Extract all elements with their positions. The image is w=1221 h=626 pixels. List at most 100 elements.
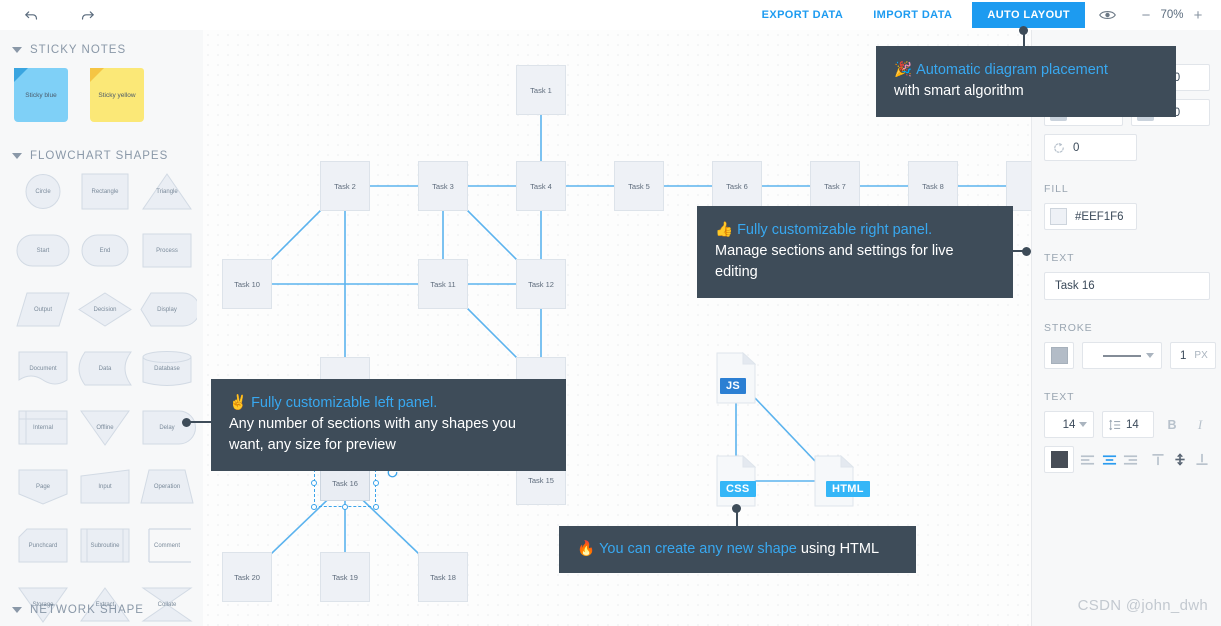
font-size-select[interactable]: 14 — [1044, 411, 1094, 438]
stroke-color-swatch[interactable] — [1050, 347, 1068, 364]
diagram-node[interactable]: Task 3 — [418, 161, 468, 211]
valign-bottom-button[interactable] — [1193, 446, 1210, 473]
victory-hand-icon: ✌️ — [229, 395, 248, 411]
align-right-button[interactable] — [1122, 446, 1139, 473]
redo-button[interactable] — [74, 2, 100, 28]
fill-color-field[interactable]: #EEF1F6 — [1044, 203, 1137, 230]
shape-input[interactable]: Input — [75, 467, 135, 506]
diagram-node[interactable]: Task 8 — [908, 161, 958, 211]
italic-button[interactable]: I — [1197, 416, 1203, 432]
resize-handle[interactable] — [311, 480, 317, 486]
shape-process[interactable]: Process — [137, 231, 197, 270]
diagram-node[interactable]: Task 6 — [712, 161, 762, 211]
shape-offline[interactable]: Offline — [75, 408, 135, 447]
preview-button[interactable] — [1085, 9, 1129, 21]
shape-subroutine[interactable]: Subroutine — [75, 526, 135, 565]
align-center-button[interactable] — [1101, 446, 1118, 473]
shape-display[interactable]: Display — [137, 290, 197, 329]
resize-handle[interactable] — [311, 504, 317, 510]
diagram-node[interactable]: Task 5 — [614, 161, 664, 211]
shape-delay[interactable]: Delay — [137, 408, 197, 447]
diagram-node[interactable]: Task 19 — [320, 552, 370, 602]
shape-punchcard[interactable]: Punchcard — [13, 526, 73, 565]
diagram-node[interactable]: Task 10 — [222, 259, 272, 309]
text-color-field[interactable] — [1044, 446, 1074, 473]
stroke-style-select[interactable] — [1082, 342, 1162, 369]
resize-handle[interactable] — [373, 480, 379, 486]
callout-highlight: Fully customizable left panel. — [251, 395, 438, 411]
shape-glyph-icon — [16, 292, 70, 327]
shape-page[interactable]: Page — [13, 467, 73, 506]
diagram-node[interactable]: Task 11 — [418, 259, 468, 309]
shape-end[interactable]: End — [75, 231, 135, 270]
shape-rectangle[interactable]: Rectangle — [75, 172, 135, 211]
shape-storage[interactable]: Storage — [13, 585, 73, 624]
sidebar-section-network-shape[interactable]: NETWORK SHAPE — [0, 590, 144, 626]
shape-extract[interactable]: Extract — [75, 585, 135, 624]
resize-handle[interactable] — [373, 504, 379, 510]
shape-circle[interactable]: Circle — [13, 172, 73, 211]
sidebar-section-flowchart-shapes[interactable]: FLOWCHART SHAPES — [0, 136, 203, 172]
zoom-out-button[interactable]: − — [1141, 6, 1151, 24]
top-toolbar: EXPORT DATA IMPORT DATA AUTO LAYOUT − 70… — [0, 0, 1221, 31]
sidebar-section-sticky-notes[interactable]: STICKY NOTES — [0, 30, 203, 66]
diagram-node[interactable]: Task 12 — [516, 259, 566, 309]
file-shape-html[interactable]: HTML — [814, 454, 870, 507]
rotation-value: 0 — [1073, 141, 1080, 154]
diagram-node[interactable]: Task 18 — [418, 552, 468, 602]
shape-text-input[interactable]: Task 16 — [1044, 272, 1210, 300]
shape-data[interactable]: Data — [75, 349, 135, 388]
shape-collate[interactable]: Collate — [137, 585, 197, 624]
sticky-note-blue[interactable]: Sticky blue — [14, 68, 68, 122]
callout-anchor-dot — [1022, 247, 1031, 256]
import-data-button[interactable]: IMPORT DATA — [873, 9, 953, 21]
valign-middle-button[interactable] — [1172, 446, 1189, 473]
zoom-in-button[interactable]: + — [1193, 6, 1203, 24]
shape-output[interactable]: Output — [13, 290, 73, 329]
shape-glyph-icon — [142, 351, 192, 386]
diagram-node[interactable]: Task 1 — [516, 65, 566, 115]
align-left-button[interactable] — [1079, 446, 1096, 473]
shape-label: Data — [98, 365, 112, 372]
diagram-node[interactable]: Task 20 — [222, 552, 272, 602]
file-shape-css[interactable]: CSS — [716, 454, 757, 507]
shape-glyph-icon — [140, 292, 197, 327]
line-height-field[interactable]: 14 — [1102, 411, 1154, 438]
zoom-level-value[interactable]: 70% — [1160, 9, 1184, 21]
shape-label: Page — [35, 483, 50, 490]
text-color-swatch[interactable] — [1050, 451, 1068, 468]
diagram-node[interactable]: Task 7 — [810, 161, 860, 211]
shape-label: Triangle — [156, 188, 178, 195]
shape-decision[interactable]: Decision — [75, 290, 135, 329]
fire-icon: 🔥 — [577, 541, 596, 557]
valign-top-button[interactable] — [1150, 446, 1167, 473]
export-data-button[interactable]: EXPORT DATA — [761, 9, 844, 21]
callout-left-panel: ✌️Fully customizable left panel. Any num… — [211, 379, 566, 472]
callout-anchor-dot — [1019, 26, 1028, 35]
auto-layout-button[interactable]: AUTO LAYOUT — [972, 2, 1085, 28]
shape-operation[interactable]: Operation — [137, 467, 197, 506]
sticky-note-yellow[interactable]: Sticky yellow — [90, 68, 144, 122]
solid-line-icon — [1103, 354, 1141, 357]
shape-comment[interactable]: Comment — [137, 526, 197, 565]
stroke-width-field[interactable]: 1 PX — [1170, 342, 1216, 369]
sidebar-section-title: STICKY NOTES — [30, 44, 127, 56]
bold-button[interactable]: B — [1167, 417, 1177, 432]
rotation-field[interactable]: 0 — [1044, 134, 1137, 161]
chevron-down-icon — [12, 607, 22, 613]
undo-button[interactable] — [18, 2, 44, 28]
diagram-node[interactable]: Task 2 — [320, 161, 370, 211]
fill-color-swatch[interactable] — [1050, 208, 1067, 225]
shape-database[interactable]: Database — [137, 349, 197, 388]
file-shape-js[interactable]: JS — [716, 351, 757, 404]
diagram-node[interactable] — [1006, 161, 1031, 211]
stroke-color-field[interactable] — [1044, 342, 1074, 369]
callout-body: Any number of sections with any shapes y… — [229, 416, 516, 454]
shape-triangle[interactable]: Triangle — [137, 172, 197, 211]
resize-handle[interactable] — [342, 504, 348, 510]
shape-start[interactable]: Start — [13, 231, 73, 270]
shape-internal[interactable]: Internal — [13, 408, 73, 447]
shape-glyph-icon — [78, 351, 132, 386]
shape-document[interactable]: Document — [13, 349, 73, 388]
diagram-node[interactable]: Task 4 — [516, 161, 566, 211]
